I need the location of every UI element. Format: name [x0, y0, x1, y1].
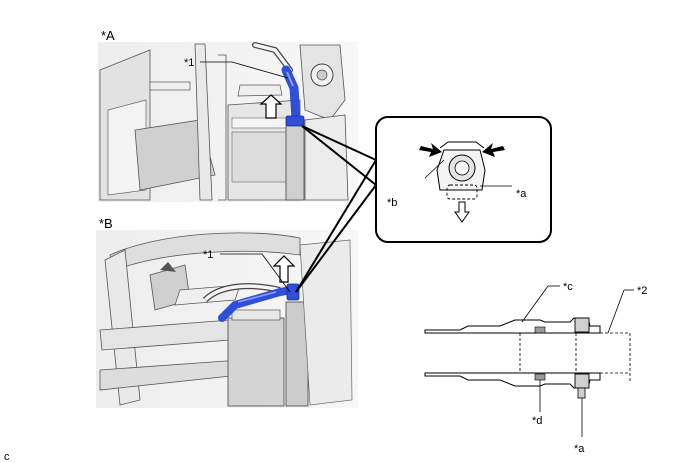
section-label-2: *2: [637, 285, 647, 297]
section-label-d: *d: [532, 415, 542, 427]
squeeze-arrow-left-icon: [419, 143, 442, 157]
up-arrow-icon: [272, 255, 296, 283]
panel-b-callout-1: *1: [203, 249, 213, 261]
panel-b-illustration: [96, 230, 358, 408]
inset-label-b: *b: [387, 197, 397, 209]
up-arrow-icon: [259, 94, 283, 119]
down-arrow-icon: [454, 201, 470, 223]
section-label-c: *c: [563, 281, 573, 293]
panel-a-label: *A: [101, 28, 115, 43]
panel-b-label: *B: [99, 216, 113, 231]
inset-pointer: [295, 125, 377, 293]
inset-label-a: *a: [516, 188, 527, 200]
panel-a-callout-1: *1: [184, 57, 194, 69]
illustration-code: c: [4, 451, 10, 463]
panel-a-illustration: [98, 42, 358, 202]
connector-detail-inset: [375, 116, 552, 243]
squeeze-arrow-right-icon: [482, 143, 505, 157]
hose-cross-section: [424, 285, 634, 437]
section-label-a: *a: [574, 443, 585, 455]
